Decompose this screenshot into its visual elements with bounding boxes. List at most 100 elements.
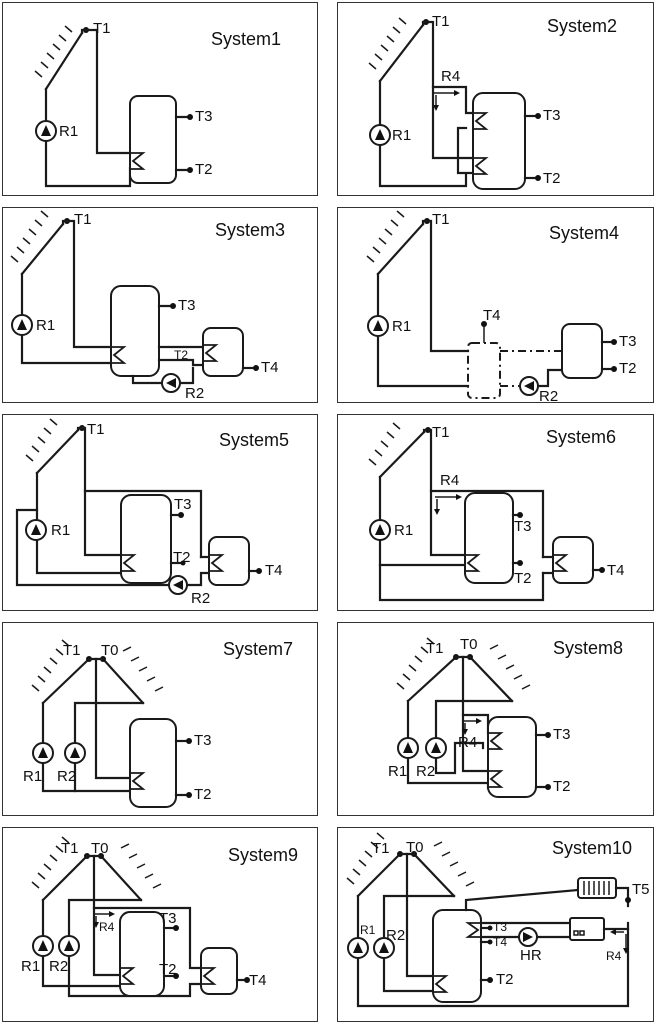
sensor-label-t1: T1	[432, 211, 450, 228]
pump-label-r2: R2	[49, 958, 69, 975]
sensor-label-t2: T2	[194, 786, 212, 803]
sensor-dot-t3	[611, 339, 617, 345]
solar-collector-icon	[25, 418, 80, 475]
pump-label-r1: R1	[392, 318, 412, 335]
system2-schematic	[368, 17, 541, 190]
valve-arrow-icon	[610, 929, 629, 954]
sensor-label-t1: T1	[432, 13, 450, 30]
pump-icon	[367, 315, 389, 337]
sensor-label-t4: T4	[249, 972, 267, 989]
pump-label-r1: R1	[21, 958, 41, 975]
pump-icon	[369, 124, 391, 146]
system-title: System2	[547, 16, 618, 36]
pump-icon	[161, 373, 181, 393]
sensor-dot-t4	[599, 567, 605, 573]
pump-label-r1: R1	[392, 127, 412, 144]
solar-collector-icon	[34, 25, 84, 91]
sensor-dot-t3	[545, 732, 551, 738]
solar-collector-icon	[31, 836, 89, 902]
sensor-dot-t3	[535, 113, 541, 119]
sensor-dot-t3	[487, 925, 493, 931]
sensor-label-t3: T3	[195, 108, 213, 125]
sensor-dot-t2	[186, 792, 192, 798]
storage-tank-icon	[487, 716, 537, 798]
storage-tank-icon	[120, 494, 172, 584]
pump-label-r1: R1	[394, 522, 414, 539]
storage-tank-icon	[561, 323, 603, 379]
sensor-label-t0: T0	[91, 840, 109, 857]
sensor-dot-t3	[170, 303, 176, 309]
solar-collector-icon	[101, 646, 164, 705]
sensor-dot-t4	[256, 568, 262, 574]
system8-schematic	[396, 637, 551, 798]
sensor-dot-t4	[244, 977, 250, 983]
sensor-label-t2: T2	[496, 971, 514, 988]
system4-panel: System4 T1 R1 T4 T3 T2 R2	[337, 207, 654, 404]
sensor-dot-t3	[178, 512, 184, 518]
system5-panel: System5 T1 R1 T3 T2 T4 R2	[2, 414, 318, 611]
sensor-dot-t2	[487, 977, 493, 983]
pump-icon	[25, 519, 47, 541]
sensor-label-t4: T4	[607, 562, 625, 579]
pump-label-hr: HR	[520, 947, 542, 964]
sensor-label-t2: T2	[173, 549, 191, 566]
pump-icon	[373, 937, 395, 959]
pump-icon	[11, 314, 33, 336]
sensor-label-t2: T2	[159, 961, 177, 978]
system-title: System5	[219, 430, 290, 450]
system3-panel: System3 T1 R1 T3 T2 T4 R2	[2, 207, 318, 403]
secondary-tank-icon	[208, 536, 250, 586]
sensor-label-t1: T1	[93, 20, 111, 37]
storage-tank-icon	[119, 911, 165, 997]
system4-schematic	[366, 210, 617, 399]
system1-schematic	[34, 25, 193, 188]
sensor-label-t2: T2	[543, 170, 561, 187]
solar-collector-icon	[368, 17, 425, 83]
system3-schematic	[10, 210, 259, 393]
valve-label-r4: R4	[606, 949, 622, 963]
system6-panel: System6 T1 R4 R1 T3 T2 T4	[337, 414, 654, 611]
pump-icon	[397, 737, 419, 759]
system-title: System8	[553, 638, 624, 658]
valve-label-r4: R4	[441, 68, 461, 85]
valve-arrow-icon	[462, 718, 482, 735]
valve-label-r4: R4	[458, 734, 478, 751]
storage-tank-icon	[432, 909, 482, 1003]
solar-collector-icon	[412, 841, 475, 898]
solar-collector-icon	[368, 422, 426, 479]
sensor-label-t1: T1	[372, 840, 390, 857]
sensor-label-t3: T3	[493, 920, 508, 934]
system-title: System7	[223, 639, 294, 659]
solar-collector-icon	[31, 639, 91, 705]
sensor-dot-t2	[187, 167, 193, 173]
sensor-label-t2: T2	[514, 570, 532, 587]
boiler-icon	[569, 917, 605, 941]
sensor-label-t3: T3	[174, 496, 192, 513]
sensor-label-t1: T1	[61, 840, 79, 857]
pump-icon	[32, 935, 54, 957]
system9-panel: System9 T1 T0 R4 R1 R2 T3 T2 T4	[2, 827, 318, 1022]
sensor-label-t3: T3	[543, 107, 561, 124]
sensor-dot-t4	[481, 321, 487, 327]
pump-label-r1: R1	[23, 768, 43, 785]
valve-label-r4: R4	[99, 920, 115, 934]
solar-collector-icon	[346, 832, 402, 898]
sensor-label-t1: T1	[74, 211, 92, 228]
pump-label-r2: R2	[191, 590, 211, 607]
pump-label-r1: R1	[51, 522, 71, 539]
sensor-label-t3: T3	[553, 726, 571, 743]
sensor-dot-t4	[487, 939, 493, 945]
sensor-label-t5: T5	[632, 881, 650, 898]
sensor-label-t2: T2	[195, 161, 213, 178]
pump-label-r2: R2	[185, 385, 205, 402]
solar-collector-icon	[366, 210, 425, 276]
system6-schematic	[368, 422, 605, 602]
sensor-dot-t3	[186, 738, 192, 744]
sensor-label-t1: T1	[426, 640, 444, 657]
sensor-dot-t2	[517, 560, 523, 566]
valve-arrow-icon	[433, 90, 460, 111]
system7-schematic	[31, 639, 192, 808]
system-title: System3	[215, 220, 286, 240]
system-title: System1	[211, 29, 282, 49]
pump-icon	[518, 927, 538, 947]
